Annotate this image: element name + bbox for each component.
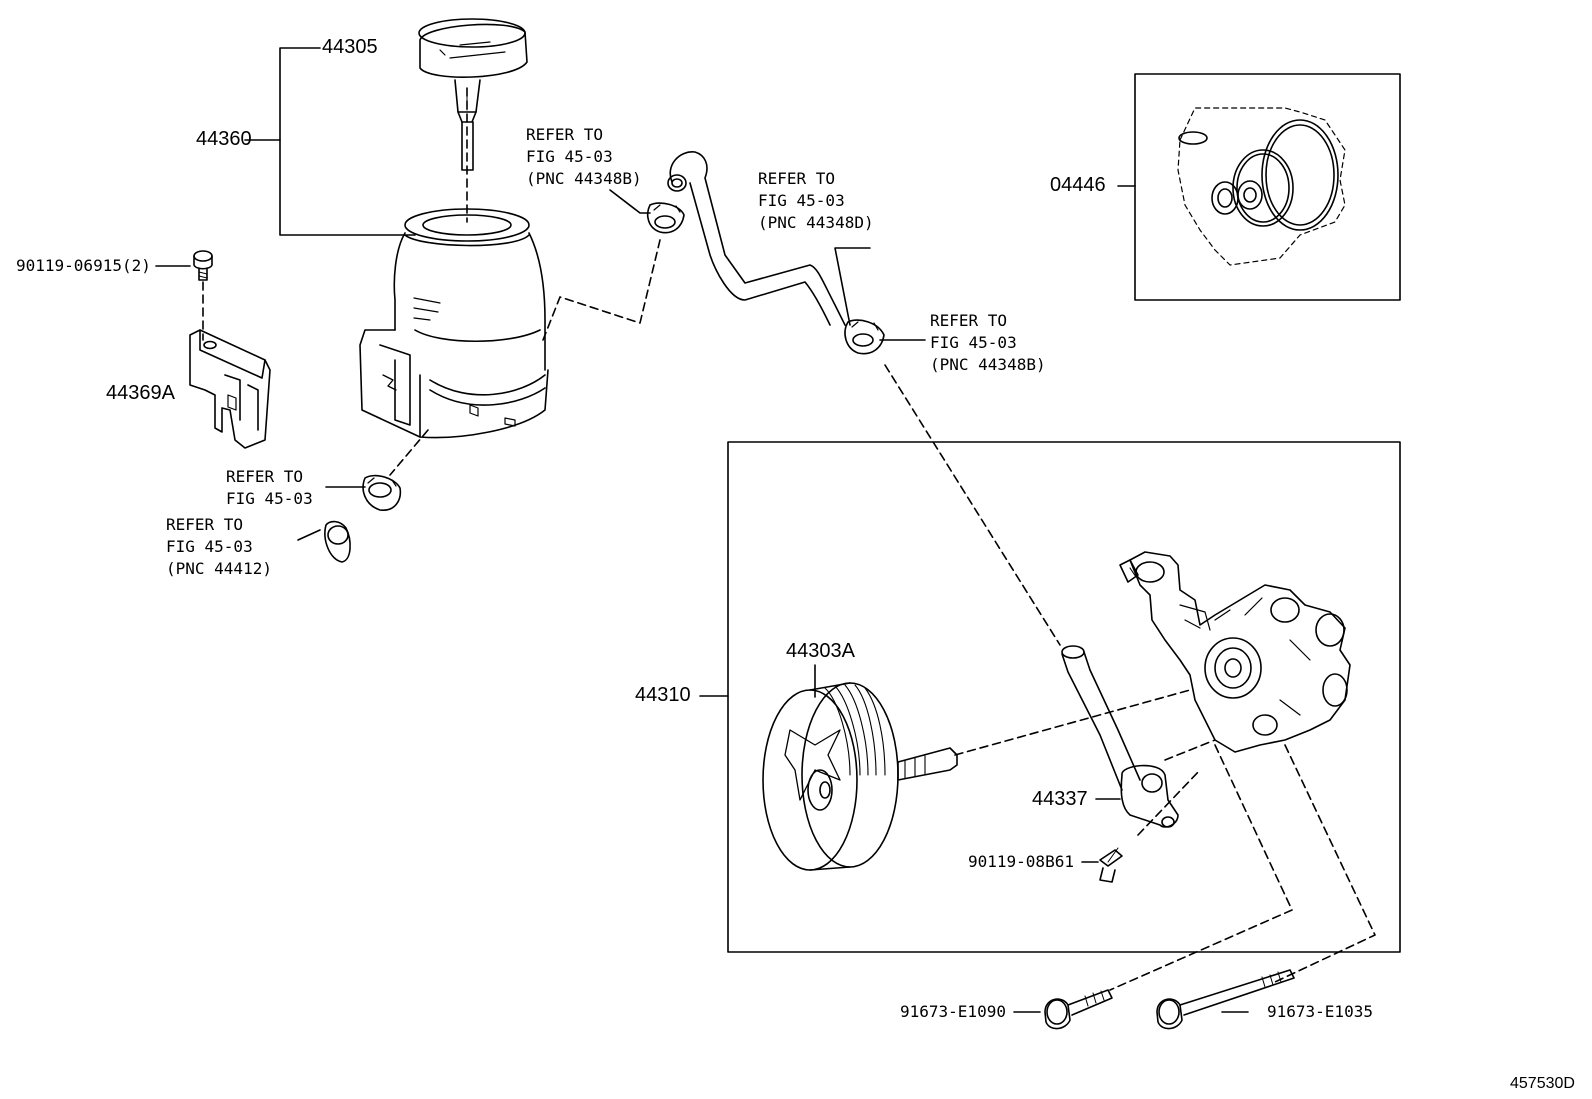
ref-line: FIG 45-03 bbox=[526, 147, 613, 166]
part-label-union: 44337 bbox=[1032, 788, 1088, 810]
ref-line: REFER TO bbox=[166, 515, 244, 534]
upper-hose bbox=[667, 151, 846, 326]
bolt-long bbox=[1156, 969, 1295, 1030]
ref-line: (PNC 44348D) bbox=[758, 213, 874, 232]
part-label-cap: 44305 bbox=[322, 36, 378, 58]
part-label-bracket: 44369A bbox=[106, 382, 175, 404]
ref-line: FIG 45-03 bbox=[166, 537, 253, 556]
ref-note-clamp-low: REFER TO FIG 45-03 bbox=[226, 466, 313, 510]
power-steering-pump bbox=[1119, 551, 1351, 753]
pump-assembly-box bbox=[727, 441, 1401, 953]
clip-low bbox=[324, 520, 351, 563]
ref-note-hose-mid: REFER TO FIG 45-03 (PNC 44348D) bbox=[758, 168, 874, 234]
part-label-reservoir: 44360 bbox=[196, 128, 252, 150]
leader-lines bbox=[155, 47, 1249, 1013]
ref-line: FIG 45-03 bbox=[758, 191, 845, 210]
hose-clamp-top bbox=[646, 202, 685, 234]
part-label-bolt-short: 91673-E1090 bbox=[900, 1002, 1006, 1021]
part-label-pulley: 44303A bbox=[786, 640, 855, 662]
part-label-bolt-union: 90119-08B61 bbox=[968, 852, 1074, 871]
ref-note-hose-right: REFER TO FIG 45-03 (PNC 44348B) bbox=[930, 310, 1046, 376]
bolt-short bbox=[1044, 989, 1113, 1030]
ref-line: REFER TO bbox=[930, 311, 1008, 330]
reservoir-tank bbox=[359, 208, 549, 439]
ref-line: (PNC 44348B) bbox=[930, 355, 1046, 374]
ref-note-hose-top: REFER TO FIG 45-03 (PNC 44348B) bbox=[526, 124, 642, 190]
diagram-id: 457530D bbox=[1510, 1075, 1575, 1092]
ref-line: REFER TO bbox=[226, 467, 304, 486]
ref-line: FIG 45-03 bbox=[226, 489, 313, 508]
reservoir-cap bbox=[418, 18, 528, 171]
pump-union-pipe bbox=[1061, 645, 1179, 828]
bolt-union bbox=[1099, 847, 1123, 883]
bolt-reservoir bbox=[193, 250, 213, 281]
part-label-bolt-reservoir: 90119-06915(2) bbox=[16, 256, 151, 275]
ref-note-clip-low: REFER TO FIG 45-03 (PNC 44412) bbox=[166, 514, 272, 580]
part-label-pump-assy: 44310 bbox=[635, 684, 691, 706]
ref-line: REFER TO bbox=[758, 169, 836, 188]
ref-line: (PNC 44348B) bbox=[526, 169, 642, 188]
hose-clamp-low bbox=[362, 474, 402, 511]
ref-line: REFER TO bbox=[526, 125, 604, 144]
reservoir-bracket bbox=[189, 329, 271, 449]
hose-clamp-right bbox=[844, 319, 885, 355]
assembly-lines bbox=[202, 87, 1376, 991]
ref-line: FIG 45-03 bbox=[930, 333, 1017, 352]
part-label-bolt-long: 91673-E1035 bbox=[1267, 1002, 1373, 1021]
pulley bbox=[762, 682, 958, 871]
ref-line: (PNC 44412) bbox=[166, 559, 272, 578]
gasket-kit-box bbox=[1134, 73, 1401, 301]
part-label-gasket-kit: 04446 bbox=[1050, 174, 1106, 196]
